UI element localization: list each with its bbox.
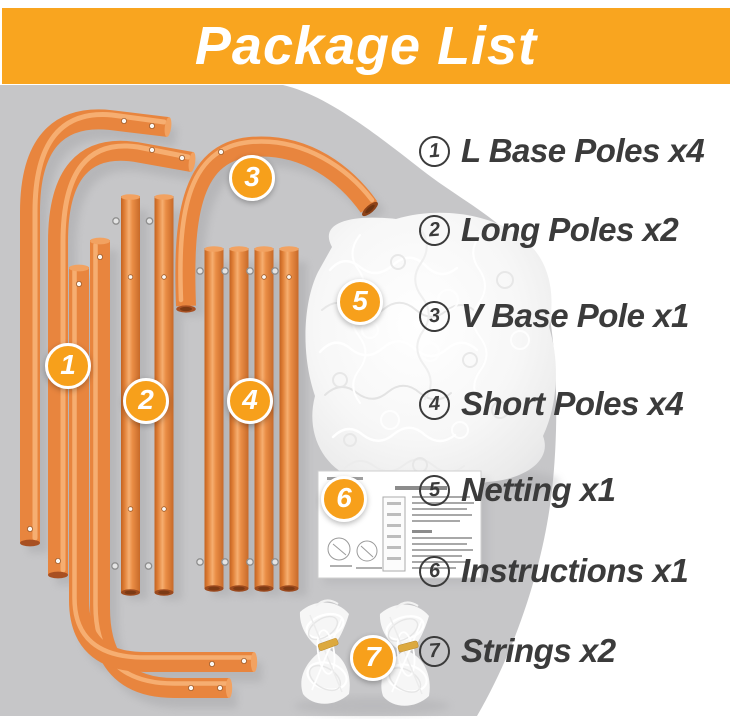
v-base-pole-photo [175, 136, 378, 313]
photo-badge-1: 1 [45, 343, 91, 389]
photo-badge-5: 5 [337, 279, 383, 325]
photo-badge-7: 7 [350, 635, 396, 681]
list-item-label: Netting x1 [461, 471, 616, 508]
circled-number-4: 4 [417, 387, 452, 421]
photo-badge-3: 3 [229, 155, 275, 201]
list-item-label: Strings x2 [461, 632, 616, 669]
page-title: Package List [194, 16, 538, 76]
photo-badge-6: 6 [321, 476, 367, 522]
list-item-long-poles: 2 Long Poles x2 [417, 211, 679, 249]
l-base-poles-photo [20, 109, 258, 698]
list-item-netting: 5 Netting x1 [417, 471, 616, 509]
list-item-v-base-pole: 3 V Base Pole x1 [417, 297, 689, 335]
circled-number-2: 2 [417, 213, 452, 247]
circled-number-6: 6 [417, 554, 452, 588]
circled-number-1: 1 [417, 134, 452, 168]
circled-number-5: 5 [417, 473, 452, 507]
instructions-photo [317, 470, 488, 584]
list-item-instructions: 6 Instructions x1 [417, 552, 689, 590]
circled-number-7: 7 [417, 634, 452, 668]
list-item-short-poles: 4 Short Poles x4 [417, 385, 684, 423]
list-item-label: Instructions x1 [461, 552, 689, 589]
list-item-l-base-poles: 1 L Base Poles x4 [417, 132, 705, 170]
list-item-label: Short Poles x4 [461, 385, 684, 422]
netting-photo [305, 212, 560, 497]
strings-photo [294, 599, 450, 715]
photo-badge-2: 2 [123, 378, 169, 424]
list-item-label: V Base Pole x1 [461, 297, 689, 334]
circled-number-3: 3 [417, 299, 452, 333]
photo-badge-4: 4 [227, 378, 273, 424]
list-item-strings: 7 Strings x2 [417, 632, 616, 670]
list-item-label: L Base Poles x4 [461, 132, 705, 169]
list-item-label: Long Poles x2 [461, 211, 679, 248]
header-banner: Package List [2, 8, 730, 84]
